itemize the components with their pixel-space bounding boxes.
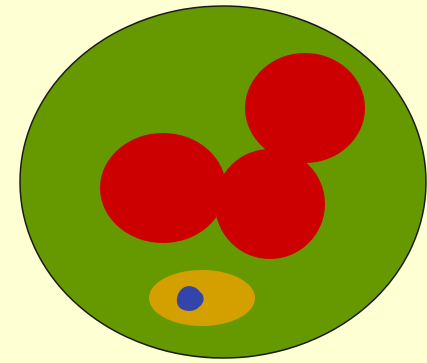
red-circle-top-right [245, 53, 365, 163]
red-circle-left [100, 133, 226, 243]
red-circle-center [215, 149, 325, 259]
